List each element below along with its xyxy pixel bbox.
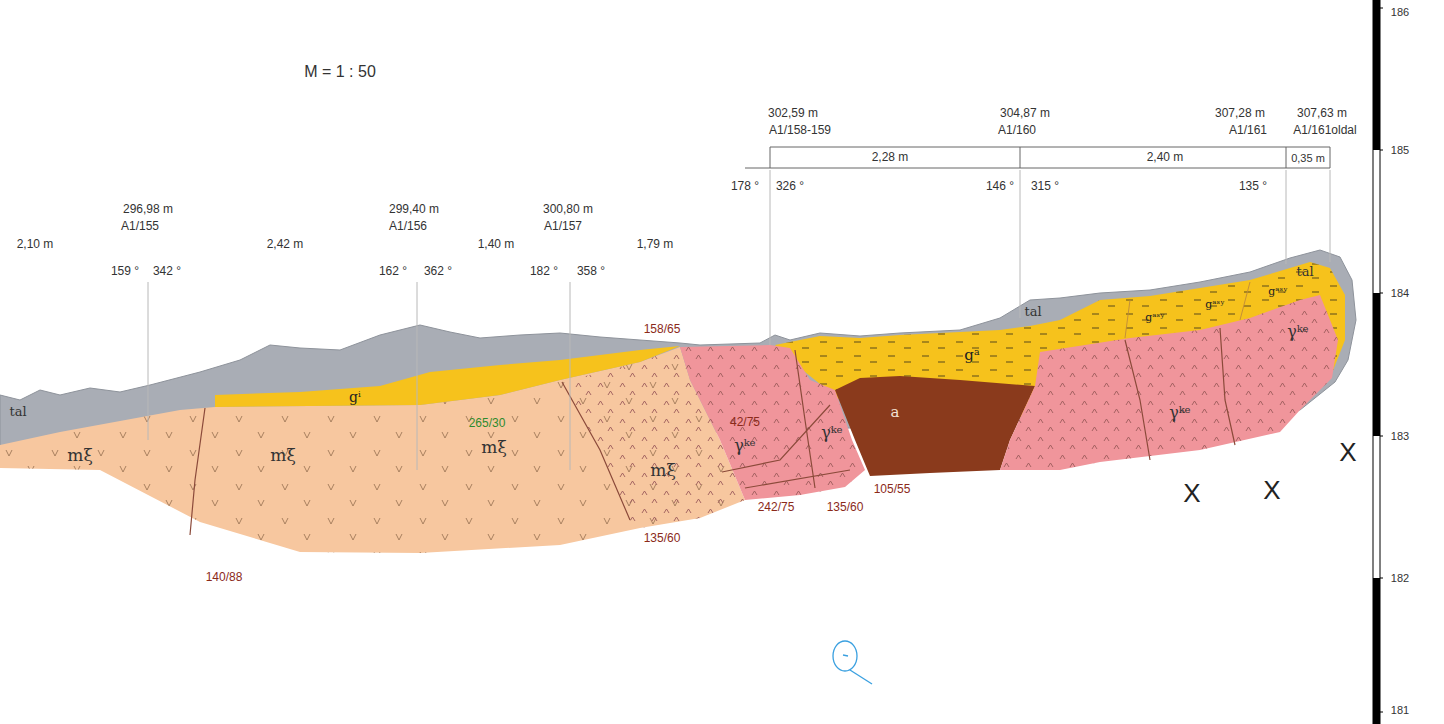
azimuth-value: 342 ° [153,265,181,278]
station-chainage: 304,87 m [1000,107,1050,120]
station-chainage: 300,80 m [543,203,593,216]
unit-label: γᵏᵉ [1287,323,1309,341]
altered-zone: a [835,375,1035,477]
elevation-tick: 185 [1391,144,1409,156]
unit-label: mξ [481,438,506,457]
dip-measurement: 135/60 [644,532,681,545]
granite-unit: γᵏᵉ γᵏᵉ [680,343,866,501]
azimuth-value: 135 ° [1239,180,1267,193]
azimuth-value: 146 ° [986,180,1014,193]
bedrock-unit: mξ mξ mξ mξ [0,345,750,555]
elevation-tick: 181 [1391,704,1409,716]
dip-measurement: 242/75 [758,501,795,514]
elevation-scale-bar [1373,0,1383,724]
station-id: A1/156 [389,220,427,233]
unit-label: gⁱ [349,390,361,405]
azimuth-value: 182 ° [530,265,558,278]
station-lines [148,170,1330,470]
elevation-tick: 183 [1391,430,1409,442]
azimuth-value: 178 ° [731,180,759,193]
station-id: A1/161 [1229,124,1267,137]
scale-note: M = 1 : 50 [304,63,376,81]
dip-measurement: 42/75 [730,416,760,429]
unit-label: mξ [270,446,295,465]
station-chainage: 307,28 m [1215,107,1265,120]
distance-dimension: 2,40 m [1147,151,1184,164]
cross-mark: X [1263,476,1280,505]
bedding-measurement: 265/30 [469,417,506,430]
unit-label: a [891,404,900,421]
distance-dimension: 1,40 m [478,238,515,251]
unit-label: gᵃ [964,347,979,364]
azimuth-value: 326 ° [776,180,804,193]
unit-label: γᵏᵉ [1169,404,1191,422]
elevation-tick: 186 [1391,6,1409,18]
station-chainage: 299,40 m [389,203,439,216]
station-chainage: 296,98 m [123,203,173,216]
unit-label: γᵏᵉ [734,437,756,455]
station-chainage: 302,59 m [768,107,818,120]
azimuth-value: 315 ° [1031,180,1059,193]
granite-unit: γᵏᵉ γᵏᵉ [1000,294,1340,472]
station-id: A1/155 [121,220,159,233]
azimuth-value: 162 ° [379,265,407,278]
dip-measurement: 135/60 [827,501,864,514]
clay-band [215,346,680,407]
unit-label: γᵏᵉ [821,424,843,442]
station-id: A1/157 [544,220,582,233]
talus-layer: tal tal tal [0,250,1360,450]
station-chainage: 307,63 m [1297,107,1347,120]
station-id: A1/160 [998,124,1036,137]
unit-label: gᵃˢʸ [1268,286,1288,298]
distance-dimension: 2,10 m [17,238,54,251]
bedrock-texture [0,347,745,553]
elevation-tick: 182 [1391,572,1409,584]
unit-label: tal [1024,305,1041,319]
azimuth-value: 159 ° [111,265,139,278]
unit-label: gᵃˢʸ [1145,312,1165,324]
unit-label: gᵃˢʸ [1205,299,1225,311]
azimuth-value: 362 ° [424,265,452,278]
unit-label: tal [9,405,26,419]
dimension-lines [745,147,1330,168]
unit-label: mξ [67,446,92,465]
distance-dimension: 1,79 m [637,238,674,251]
granite-texture [680,345,865,500]
cross-mark: X [1339,438,1356,467]
clay-band: gⁱ [215,345,681,408]
dip-measurement: 158/65 [644,323,681,336]
unit-label: tal [1296,265,1313,279]
cross-mark: X [1183,479,1200,508]
distance-dimension: 2,42 m [267,238,304,251]
station-id: A1/161oldal [1293,124,1356,137]
fracture-lines [190,328,1235,535]
distance-dimension: 0,35 m [1291,152,1325,164]
distance-dimension: 2,28 m [872,151,909,164]
station-id: A1/158-159 [769,124,831,137]
zone-boundaries [1125,282,1250,338]
dip-measurement: 105/55 [874,483,911,496]
azimuth-value: 358 ° [577,265,605,278]
unit-label: mξ [650,461,675,480]
north-symbol [833,641,872,684]
elevation-tick: 184 [1391,287,1409,299]
dip-measurement: 140/88 [206,571,243,584]
granite-texture [1000,295,1338,470]
clay-layer: gᵃ gᵃˢʸ gᵃˢʸ gᵃˢʸ [775,262,1347,422]
granite-unit [1000,295,1338,470]
bedrock-unit [0,347,745,553]
granite-unit [680,345,865,500]
